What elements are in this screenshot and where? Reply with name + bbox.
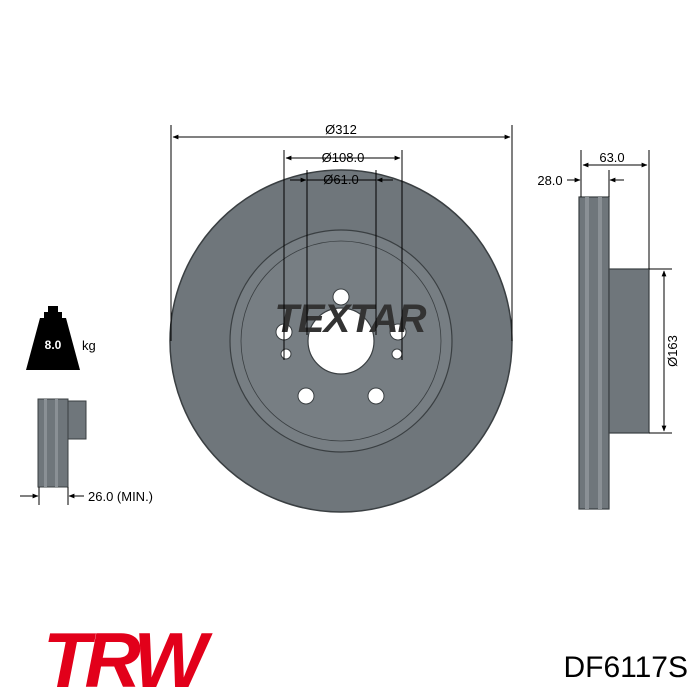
weight-unit: kg xyxy=(82,338,96,353)
min-thickness-dimension xyxy=(20,487,84,505)
min-thickness-icon xyxy=(37,398,87,488)
weight-icon: 8.0 xyxy=(26,306,80,370)
outer-diameter-label: Ø312 xyxy=(325,122,357,137)
min-thickness-hat xyxy=(67,400,87,440)
disc-front-view: TEXTAR xyxy=(169,169,513,513)
disc-watermark: TEXTAR xyxy=(274,297,426,341)
locating-hole xyxy=(280,348,292,360)
front-dimensions xyxy=(170,125,513,360)
bolt-circle-label: Ø108.0 xyxy=(322,150,365,165)
thickness-label: 28.0 xyxy=(537,173,562,188)
locating-hole xyxy=(391,348,403,360)
center-bore-label: Ø61.0 xyxy=(323,172,358,187)
bolt-hole xyxy=(297,387,315,405)
hub-diameter-label: Ø163 xyxy=(665,335,680,367)
disc-side-hat xyxy=(608,268,650,434)
trw-logo-text: TRW xyxy=(43,616,214,700)
bolt-hole xyxy=(332,288,350,306)
side-dimensions xyxy=(567,150,672,434)
offset-label: 63.0 xyxy=(599,150,624,165)
trw-logo: TRW xyxy=(43,616,220,700)
vent-line xyxy=(585,197,589,509)
disc-side-rotor xyxy=(578,196,610,510)
part-number: DF6117S xyxy=(563,651,688,684)
vent-line xyxy=(598,197,602,509)
weight-value: 8.0 xyxy=(45,338,62,352)
disc-hub-inner-ring xyxy=(240,240,442,442)
min-thickness-rotor xyxy=(37,398,69,488)
center-bore xyxy=(307,307,375,375)
disc-side-view xyxy=(578,196,650,510)
min-thickness-label: 26.0 (MIN.) xyxy=(88,489,153,504)
bolt-hole xyxy=(367,387,385,405)
